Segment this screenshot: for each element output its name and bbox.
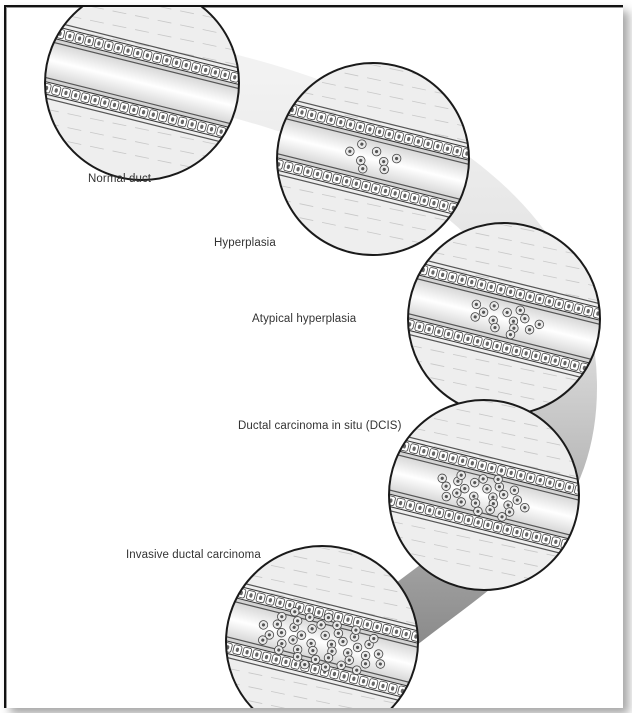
duct-cross-section-icon: [20, 7, 270, 180]
figure-frame: Normal duct Hyperplasia Atypical hyperpl…: [4, 5, 623, 708]
stage-label-dcis: Ductal carcinoma in situ (DCIS): [238, 420, 402, 432]
stage-circle-normal: [20, 7, 270, 180]
stage-label-atypical: Atypical hyperplasia: [252, 313, 356, 325]
stage-label-idc: Invasive ductal carcinoma: [126, 549, 261, 561]
stage-label-normal: Normal duct: [88, 173, 151, 185]
progression-diagram: [6, 7, 623, 708]
stage-label-hyperplasia: Hyperplasia: [214, 237, 276, 249]
